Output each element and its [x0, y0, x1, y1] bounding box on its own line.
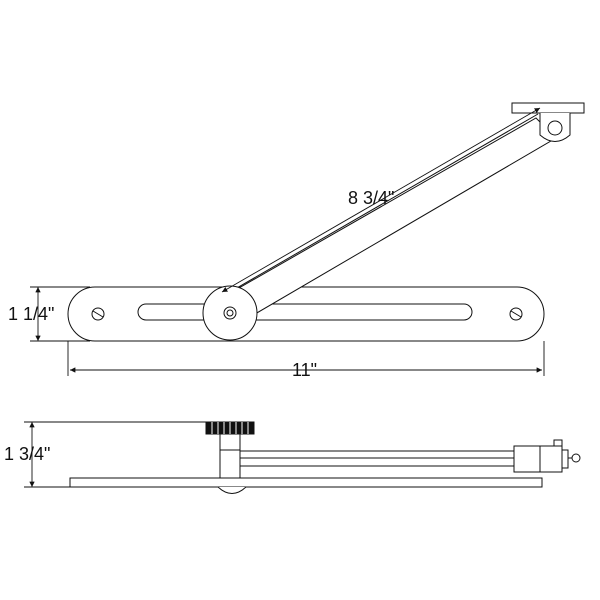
- top-view: [67, 102, 585, 342]
- base-plate: [67, 286, 545, 342]
- left-screw: [91, 307, 105, 321]
- side-height-dimension: [24, 421, 206, 488]
- arm-length-label: 8 3/4": [348, 188, 394, 208]
- side-boss: [217, 486, 247, 494]
- arm-dimension: [221, 107, 541, 293]
- right-screw: [509, 307, 523, 321]
- side-base-plate: [69, 477, 543, 488]
- knob-neck: [219, 431, 241, 451]
- slide-slot: [137, 303, 473, 321]
- side-end-bracket: [513, 439, 581, 473]
- side-view: [69, 421, 581, 494]
- side-post: [219, 447, 241, 479]
- plate-width-label: 1 1/4": [8, 304, 54, 324]
- plate-length-label: 11": [292, 360, 317, 380]
- adjust-knob: [202, 285, 258, 341]
- side-height-label: 1 3/4": [4, 444, 50, 464]
- plate-length-dimension: [67, 341, 545, 376]
- top-bracket: [511, 102, 585, 142]
- plate-width-dimension: [30, 286, 90, 342]
